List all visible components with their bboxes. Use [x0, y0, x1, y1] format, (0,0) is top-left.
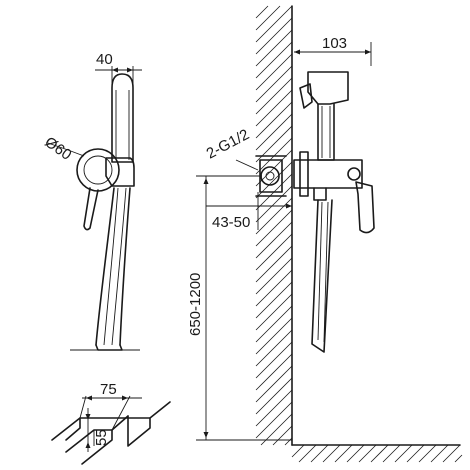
- wall-box-view: 75 55: [51, 381, 171, 465]
- handset-side: [307, 71, 349, 105]
- dim-box-width: 75: [79, 381, 142, 431]
- hose: [95, 187, 115, 346]
- dim-mount-height: 650-1200: [187, 175, 292, 441]
- hatch-line: [291, 444, 305, 458]
- label-wall-depth: 43-50: [212, 214, 250, 231]
- hatch-line: [255, 353, 293, 391]
- hatch-line: [255, 377, 293, 415]
- dim-thread: 2-G1/2: [204, 126, 259, 171]
- hatch-line: [382, 444, 401, 463]
- hatch-line: [255, 257, 293, 295]
- hatch-line: [255, 281, 293, 319]
- hatch-line: [255, 17, 293, 55]
- hatch-line: [255, 317, 293, 355]
- hatch-line: [255, 197, 293, 235]
- hatch-line: [406, 444, 425, 463]
- hatch-line: [255, 233, 293, 271]
- hatch-line: [394, 444, 413, 463]
- hatch-line: [255, 401, 293, 439]
- hatch-line: [255, 5, 269, 19]
- hatch-line: [255, 53, 293, 91]
- hatch-line: [310, 444, 329, 463]
- label-projection: 103: [322, 35, 347, 52]
- hatch-line: [346, 444, 365, 463]
- hose-side: [311, 199, 333, 353]
- hatch-line: [255, 269, 293, 307]
- label-mount-height: 650-1200: [187, 273, 204, 336]
- hatch-line: [255, 389, 293, 427]
- label-holder-diameter: Ø60: [42, 134, 75, 164]
- hatch-line: [255, 185, 293, 223]
- hatch-line: [255, 41, 293, 79]
- hatch-line: [255, 293, 293, 331]
- hatch-line: [284, 437, 293, 446]
- hatch-line: [418, 444, 437, 463]
- side-view: 103 2-G1/2: [187, 5, 463, 463]
- hatch-line: [255, 329, 293, 367]
- hatch-line: [255, 113, 293, 151]
- hatch-line: [255, 101, 293, 139]
- handset-clip: [105, 157, 135, 187]
- hatch-line: [255, 89, 293, 127]
- dim-projection: 103: [291, 35, 372, 66]
- label-handset-width: 40: [96, 51, 113, 68]
- label-box-width: 75: [100, 381, 117, 398]
- hatch-line: [255, 209, 293, 247]
- hatch-line: [442, 444, 461, 463]
- hatch-line: [255, 77, 293, 115]
- wall-hatch: [255, 5, 463, 463]
- dim-wall-depth: 43-50: [206, 192, 292, 231]
- hatch-line: [358, 444, 377, 463]
- hatch-line: [255, 221, 293, 259]
- hatch-line: [334, 444, 353, 463]
- hatch-line: [255, 365, 293, 403]
- dim-holder-diameter: Ø60: [42, 134, 85, 164]
- hatch-line: [255, 5, 293, 43]
- front-view: 40 Ø60: [42, 51, 142, 351]
- label-box-depth: 55: [93, 429, 110, 446]
- hatch-line: [430, 444, 449, 463]
- hatch-line: [255, 5, 281, 31]
- dim-box-depth: 55: [85, 408, 110, 452]
- hatch-line: [255, 29, 293, 67]
- mixer-body: [293, 159, 363, 189]
- hatch-line: [255, 305, 293, 343]
- lever-handle: [355, 181, 375, 234]
- hatch-line: [370, 444, 389, 463]
- hatch-line: [255, 65, 293, 103]
- dim-handset-width: 40: [95, 51, 142, 90]
- hatch-line: [298, 444, 317, 463]
- hatch-line: [255, 341, 293, 379]
- hatch-line: [454, 454, 463, 463]
- hatch-line: [272, 425, 293, 446]
- hatch-line: [255, 245, 293, 283]
- label-thread: 2-G1/2: [204, 126, 252, 163]
- wall-fitting: [259, 159, 283, 193]
- hatch-line: [322, 444, 341, 463]
